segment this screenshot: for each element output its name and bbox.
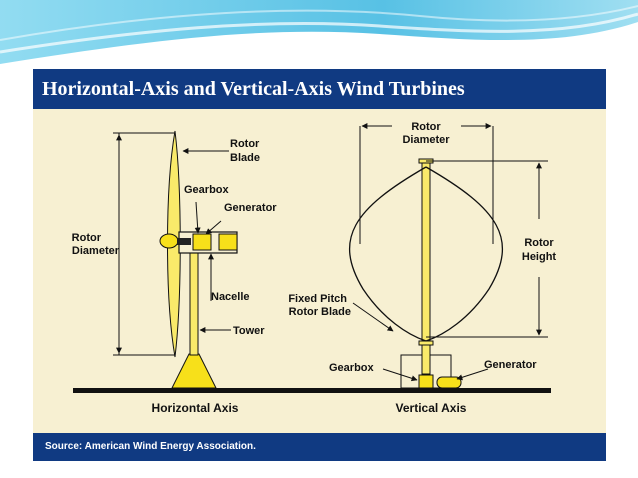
label-v-rotor-diameter-2: Diameter xyxy=(402,134,450,146)
main-shaft xyxy=(177,238,191,245)
label-v-generator: Generator xyxy=(484,359,537,371)
caption-horizontal-axis: Horizontal Axis xyxy=(152,401,239,415)
ground-line xyxy=(73,388,551,393)
rotor-hub xyxy=(159,233,179,249)
slide-wave-highlight xyxy=(0,12,638,54)
v-gearbox xyxy=(418,374,434,389)
v-rotor-blade-left xyxy=(348,166,427,342)
label-h-rotor-diameter-1: Rotor xyxy=(72,232,102,244)
label-h-gearbox: Gearbox xyxy=(184,184,230,196)
horizontal-axis-turbine: Rotor Blade Gearbox Generator Rotor Diam… xyxy=(72,130,277,415)
label-h-generator: Generator xyxy=(224,202,277,214)
tower xyxy=(189,248,199,356)
wind-turbine-figure: Horizontal-Axis and Vertical-Axis Wind T… xyxy=(33,69,606,461)
figure-title: Horizontal-Axis and Vertical-Axis Wind T… xyxy=(33,69,606,109)
label-rotor-height-2: Height xyxy=(522,251,557,263)
label-h-rotor-diameter-2: Diameter xyxy=(72,245,120,257)
label-rotor-blade-1: Rotor xyxy=(230,138,260,150)
label-v-gearbox: Gearbox xyxy=(329,362,375,374)
slide-wave xyxy=(0,0,638,64)
caption-vertical-axis: Vertical Axis xyxy=(396,401,467,415)
label-rotor-height-1: Rotor xyxy=(524,237,554,249)
source-note: Source: American Wind Energy Association… xyxy=(33,433,606,461)
v-rotor-blade-right xyxy=(425,166,504,342)
label-nacelle: Nacelle xyxy=(211,291,250,303)
gearbox xyxy=(192,233,212,251)
label-v-rotor-diameter-1: Rotor xyxy=(411,121,441,133)
label-fixed-pitch-2: Rotor Blade xyxy=(289,306,351,318)
label-tower: Tower xyxy=(233,325,265,337)
generator xyxy=(218,233,238,251)
v-generator xyxy=(436,376,462,389)
turbine-diagram: Rotor Blade Gearbox Generator Rotor Diam… xyxy=(72,121,557,415)
vertical-axis-turbine: Rotor Diameter Rotor Height Fixed Pitch … xyxy=(288,121,556,415)
label-fixed-pitch-1: Fixed Pitch xyxy=(288,293,347,305)
label-rotor-blade-2: Blade xyxy=(230,152,260,164)
tower-base xyxy=(171,353,217,389)
